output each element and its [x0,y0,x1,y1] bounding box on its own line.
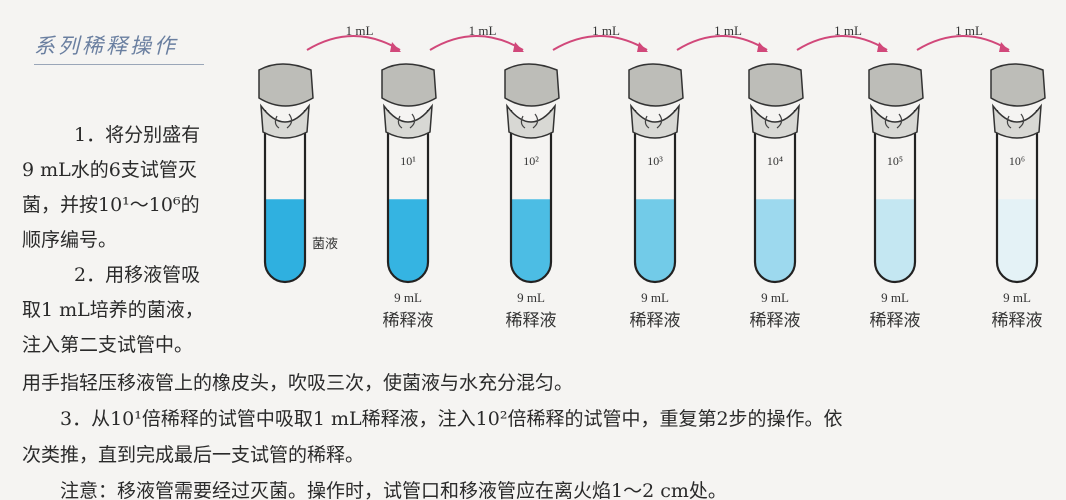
transfer-label: 1 mL [834,23,862,38]
diluent-label: 稀释液 [870,311,921,331]
steps-bottom: 用手指轻压移液管上的橡皮头，吹吸三次，使菌液与水充分混匀。 3．从10¹倍稀释的… [22,365,1062,500]
step-line: 3．从10¹倍稀释的试管中吸取1 mL稀释液，注入10²倍稀释的试管中，重复第2… [60,408,843,430]
liquid [635,199,675,282]
plug-detail [884,113,903,129]
arrowhead-icon [637,42,648,52]
tube-label: 10⁵ [887,154,903,168]
liquid [265,199,305,282]
steps-left: 1．将分别盛有 9 mL水的6支试管灭 菌，并按10¹～10⁶的 顺序编号。 2… [22,118,247,363]
transfer-arrow [796,35,888,51]
step-line: 菌，并按10¹～10⁶的 [22,194,200,216]
transfer-arrow [306,35,401,51]
cotton-plug-icon [260,103,310,139]
cotton-cap-icon [748,63,804,107]
cotton-cap-icon [628,63,684,107]
test-tube [633,110,677,284]
tube-label: 10² [523,154,539,168]
diluent-label: 稀释液 [750,311,801,331]
plug-detail [274,113,293,129]
volume-label: 9 mL [881,290,909,305]
step-line: 注入第二支试管中。 [22,334,194,356]
liquid [997,199,1037,282]
cotton-plug-icon [750,103,800,139]
liquid [511,199,551,282]
transfer-label: 1 mL [469,23,497,38]
cotton-plug-icon [383,103,433,139]
volume-label: 9 mL [761,290,789,305]
dilution-diagram: 10¹ 9 mL 稀释液 1 mL 10² 9 mL 稀释液 1 mL 10³ 9 mL 稀释液 1 … [258,23,1046,331]
transfer-label: 1 mL [955,23,983,38]
step-line: 用手指轻压移液管上的橡皮头，吹吸三次，使菌液与水充分混匀。 [22,372,574,394]
arrowhead-icon [877,42,888,52]
tube-label: 10⁴ [767,154,783,168]
cotton-cap-icon [990,63,1046,107]
arrowhead-icon [999,42,1010,52]
cotton-cap-icon [381,63,437,107]
plug-detail [764,113,783,129]
liquid [755,199,795,282]
plug-detail [1006,113,1025,129]
plug-detail [520,113,539,129]
step-line: 顺序编号。 [22,229,118,251]
arrowhead-icon [390,42,401,52]
transfer-label: 1 mL [714,23,742,38]
transfer-arrow [916,35,1010,51]
plug-detail [644,113,663,129]
tube-label: 10⁶ [1009,154,1025,168]
step-line: 2．用移液管吸 [74,264,201,286]
test-tube [263,110,307,284]
cotton-cap-icon [504,63,560,107]
diluent-label: 稀释液 [992,311,1043,331]
section-title: 系列稀释操作 [34,30,204,65]
arrowhead-icon [513,42,524,52]
plug-detail [397,113,416,129]
test-tube [509,110,553,284]
volume-label: 9 mL [641,290,669,305]
step-line: 9 mL水的6支试管灭 [22,159,197,181]
cotton-plug-icon [992,103,1042,139]
diluent-label: 稀释液 [506,311,557,331]
liquid [875,199,915,282]
source-label: 菌液 [312,237,338,252]
transfer-label: 1 mL [592,23,620,38]
transfer-label: 1 mL [346,23,374,38]
volume-label: 9 mL [394,290,422,305]
transfer-arrow [552,35,648,51]
liquid [388,199,428,282]
arrowhead-icon [757,42,768,52]
step-line: 次类推，直到完成最后一支试管的稀释。 [22,444,365,466]
test-tube [873,110,917,284]
note-line: 注意：移液管需要经过灭菌。操作时，试管口和移液管应在离火焰1～2 cm处。 [60,480,727,500]
tube-label: 10¹ [400,154,416,168]
cotton-plug-icon [870,103,920,139]
diluent-label: 稀释液 [383,311,434,331]
tube-label: 10³ [647,154,663,168]
transfer-arrow [676,35,768,51]
cotton-cap-icon [258,63,314,107]
volume-label: 9 mL [1003,290,1031,305]
cotton-cap-icon [868,63,924,107]
volume-label: 9 mL [517,290,545,305]
step-line: 取1 mL培养的菌液， [22,299,204,321]
test-tube [753,110,797,284]
transfer-arrow [429,35,524,51]
step-line: 1．将分别盛有 [74,124,201,146]
test-tube [386,110,430,284]
test-tube [995,110,1039,284]
diluent-label: 稀释液 [630,311,681,331]
cotton-plug-icon [630,103,680,139]
cotton-plug-icon [506,103,556,139]
